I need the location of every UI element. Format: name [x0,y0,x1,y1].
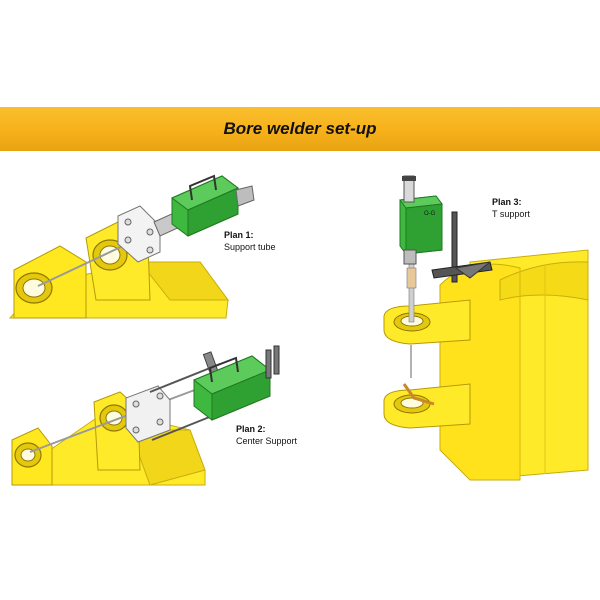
device-marking: O-G [424,211,436,217]
plan-3-assembly: O-G [383,175,589,481]
plan-2-heading: Plan 2: [236,424,266,434]
title-banner: Bore welder set-up [0,107,600,151]
plan-2-caption: Center Support [236,436,298,446]
plan-1-assembly [8,174,255,319]
plan-3-label: Plan 3: T support [492,196,530,220]
page-title: Bore welder set-up [223,119,377,138]
plan-1-label: Plan 1: Support tube [224,229,276,253]
plan-1-heading: Plan 1: [224,230,254,240]
plan-1-caption: Support tube [224,242,276,252]
plan-2-label: Plan 2: Center Support [236,423,297,447]
plan-3-heading: Plan 3: [492,197,522,207]
banner-background [0,107,600,151]
plan-2-assembly [11,345,280,486]
plan-3-t-support [451,211,458,283]
plan-3-caption: T support [492,209,530,219]
